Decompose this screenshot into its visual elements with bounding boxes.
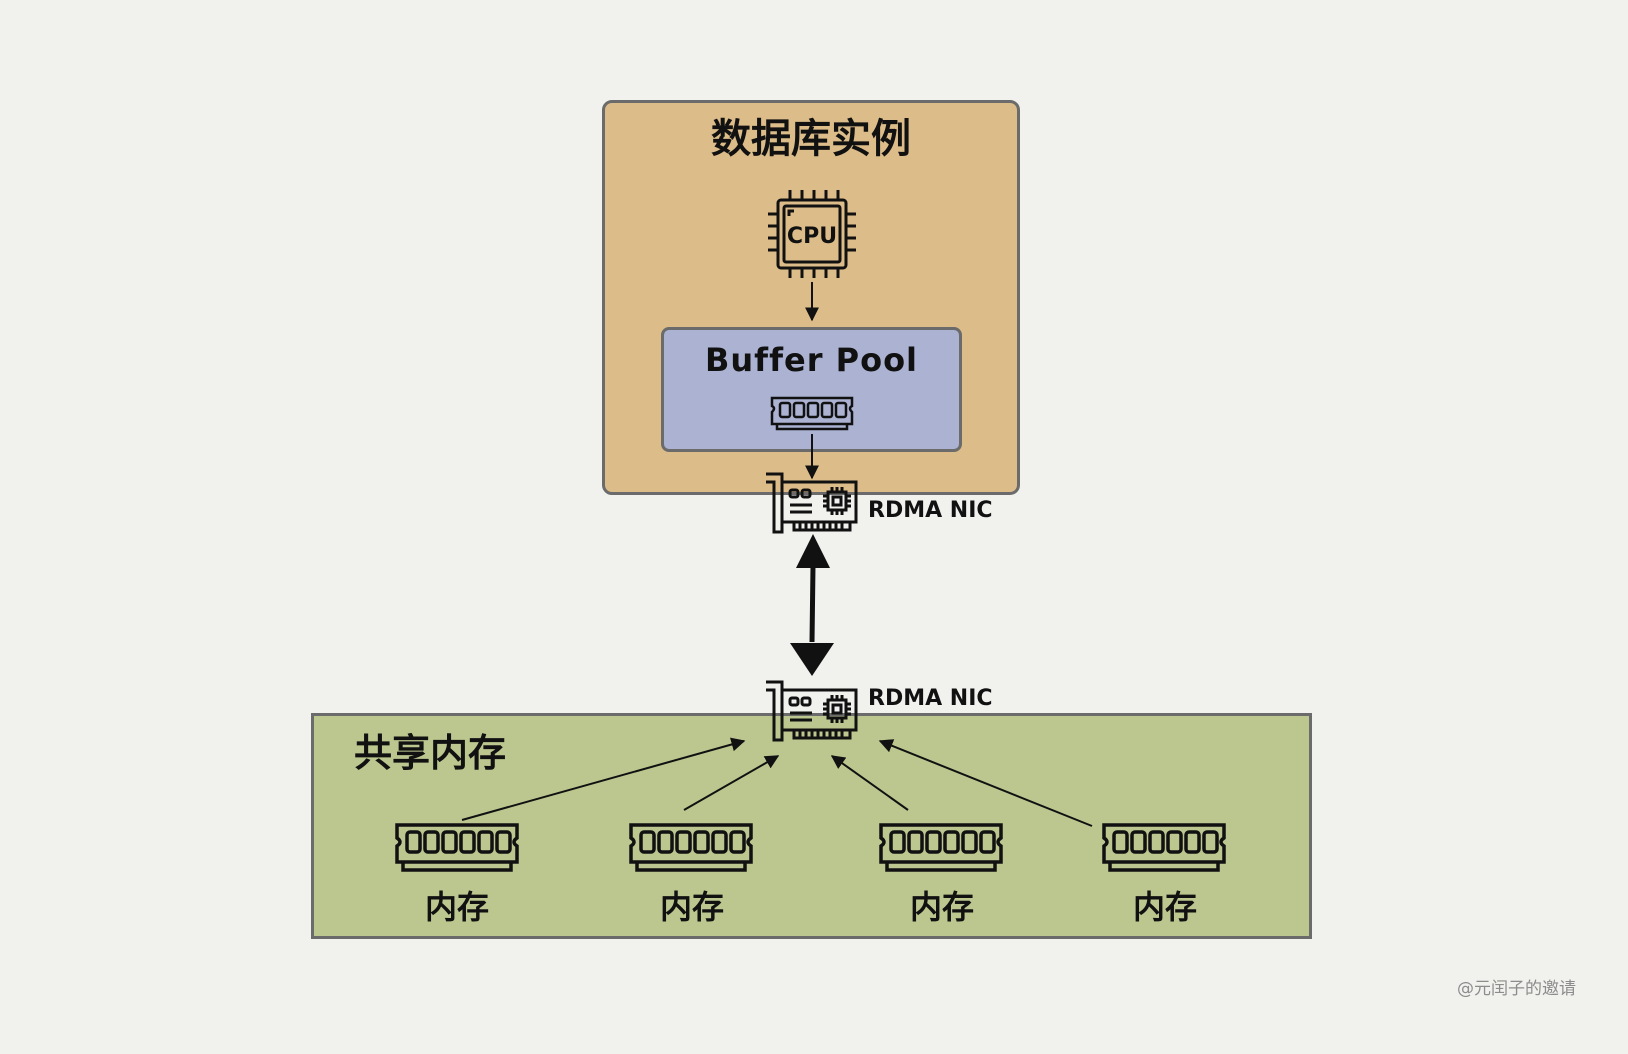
memory-module-label: 内存 bbox=[659, 888, 724, 926]
arrow-memory-1-to-nic bbox=[461, 737, 746, 821]
rdma-link-arrow bbox=[790, 534, 834, 676]
cpu-chip-icon: CPU bbox=[768, 190, 856, 278]
database-instance-title: 数据库实例 bbox=[711, 116, 911, 162]
arrow-memory-2-to-nic bbox=[683, 755, 780, 811]
memory-module-label: 内存 bbox=[424, 888, 489, 926]
buffer-pool-title: Buffer Pool bbox=[704, 341, 919, 379]
network-card-icon bbox=[766, 472, 858, 534]
rdma-nic-bottom-label: RDMA NIC bbox=[868, 686, 993, 711]
memory-module-label: 内存 bbox=[909, 888, 974, 926]
arrow-memory-3-to-nic bbox=[830, 755, 909, 811]
ram-module-icon bbox=[1102, 823, 1226, 872]
ram-module-icon bbox=[629, 823, 753, 872]
memory-module-label: 内存 bbox=[1132, 888, 1197, 926]
rdma-nic-top-label: RDMA NIC bbox=[868, 498, 993, 523]
ram-module-icon bbox=[879, 823, 1003, 872]
shared-memory-title: 共享内存 bbox=[354, 731, 507, 775]
ram-module-icon bbox=[770, 396, 854, 431]
ram-module-icon bbox=[395, 823, 519, 872]
cpu-label: CPU bbox=[787, 224, 837, 249]
arrow-memory-4-to-nic bbox=[878, 739, 1093, 827]
network-card-icon bbox=[766, 680, 858, 742]
watermark: @元闰子的邀请 bbox=[1457, 979, 1576, 999]
